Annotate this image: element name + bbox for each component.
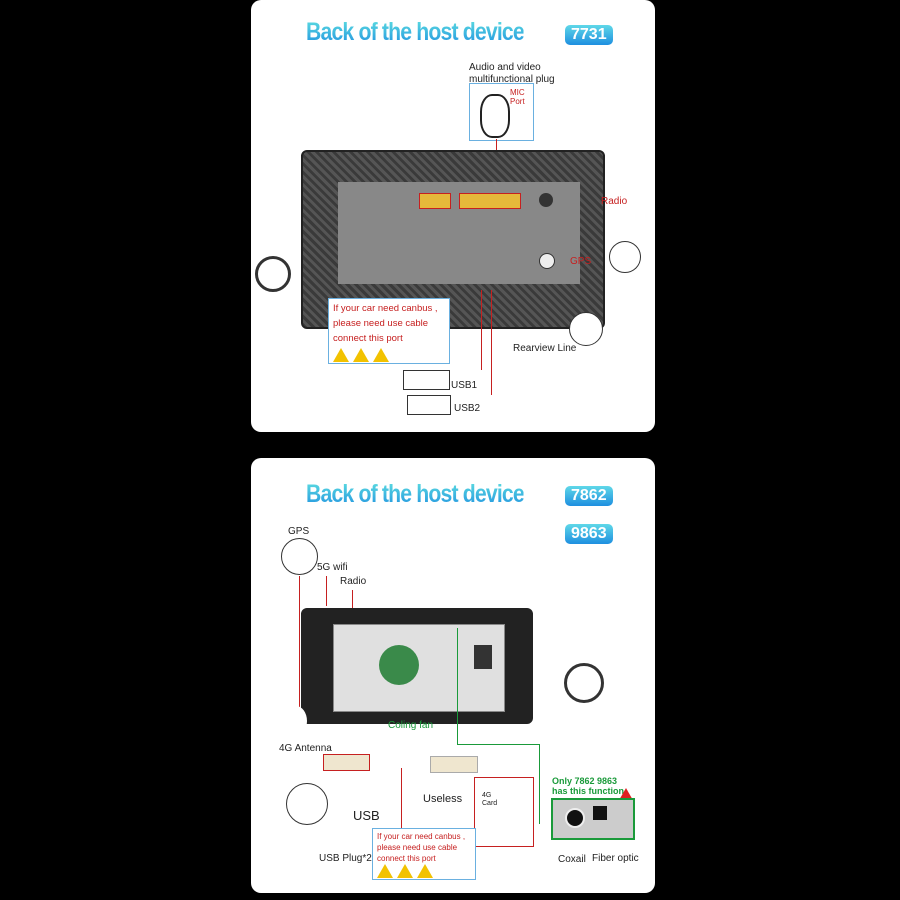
gps-label: GPS bbox=[570, 256, 592, 267]
fiber-label: Fiber optic bbox=[592, 853, 639, 864]
model-badge-7862: 7862 bbox=[565, 486, 613, 506]
gps-label: GPS bbox=[288, 526, 310, 537]
usb-plug-label: USB Plug*2 bbox=[319, 853, 372, 864]
usb-label: USB bbox=[353, 808, 380, 823]
gps-antenna-image bbox=[281, 538, 318, 575]
4g-card-cable-box: 4G Card bbox=[474, 777, 534, 847]
usb2-label: USB2 bbox=[454, 403, 481, 414]
connector-panel bbox=[333, 624, 505, 712]
wifi-label: 5G wifi bbox=[317, 562, 348, 573]
4g-card-label: 4G Card bbox=[482, 792, 498, 807]
host-device-back bbox=[301, 608, 533, 724]
warning-icon bbox=[397, 864, 413, 878]
mic-label: MIC bbox=[510, 88, 525, 97]
panel-title: Back of the host device bbox=[306, 18, 525, 46]
steering-wheel-image bbox=[255, 256, 291, 292]
4g-antenna-image bbox=[285, 706, 307, 736]
fan-label: Coling fan bbox=[388, 720, 434, 731]
connector-panel bbox=[338, 182, 580, 284]
usb1-label: USB1 bbox=[451, 380, 478, 391]
canbus-note: If your car need canbus ,please need use… bbox=[372, 828, 476, 880]
cable-icon bbox=[480, 94, 510, 138]
panel-7862-9863: Back of the host device 7862 9863 GPS 5G… bbox=[251, 458, 655, 893]
connector-left bbox=[323, 754, 370, 771]
optical-port-icon bbox=[593, 806, 607, 820]
panel-title: Back of the host device bbox=[306, 480, 525, 508]
warning-icon bbox=[353, 348, 369, 362]
usb1-image bbox=[403, 370, 450, 390]
only-label-2: has this function bbox=[552, 786, 624, 796]
useless-label: Useless bbox=[423, 793, 463, 805]
av-plug-label: Audio and video multifunctional plug bbox=[469, 62, 555, 85]
coaxial-label: Coxail bbox=[558, 854, 586, 865]
rearview-label: Rearview Line bbox=[513, 343, 577, 354]
coax-optical-panel bbox=[551, 798, 635, 840]
cooling-fan-icon bbox=[379, 645, 419, 685]
warning-icon bbox=[417, 864, 433, 878]
av-plug-image: MIC Port bbox=[469, 83, 534, 141]
model-badge: 7731 bbox=[565, 25, 613, 45]
panel-7731: Back of the host device 7731 Audio and v… bbox=[251, 0, 655, 432]
radio-label: Radio bbox=[601, 196, 628, 207]
model-badge-9863: 9863 bbox=[565, 524, 613, 544]
warning-icon bbox=[373, 348, 389, 362]
steering-wheel-image bbox=[564, 663, 604, 703]
rca-plug-image bbox=[569, 312, 603, 346]
gps-antenna-image bbox=[609, 241, 641, 273]
canbus-note: If your car need canbus ,please need use… bbox=[328, 298, 450, 364]
usb2-image bbox=[407, 395, 451, 415]
radio-label: Radio bbox=[340, 576, 367, 587]
coaxial-port-icon bbox=[565, 808, 585, 828]
rca-plug-image bbox=[286, 783, 328, 825]
only-label-1: Only 7862 9863 bbox=[552, 776, 618, 786]
connector-right bbox=[430, 756, 478, 773]
antenna-label: 4G Antenna bbox=[279, 743, 332, 754]
warning-icon bbox=[377, 864, 393, 878]
warning-icon bbox=[333, 348, 349, 362]
port-label: Port bbox=[510, 97, 525, 106]
